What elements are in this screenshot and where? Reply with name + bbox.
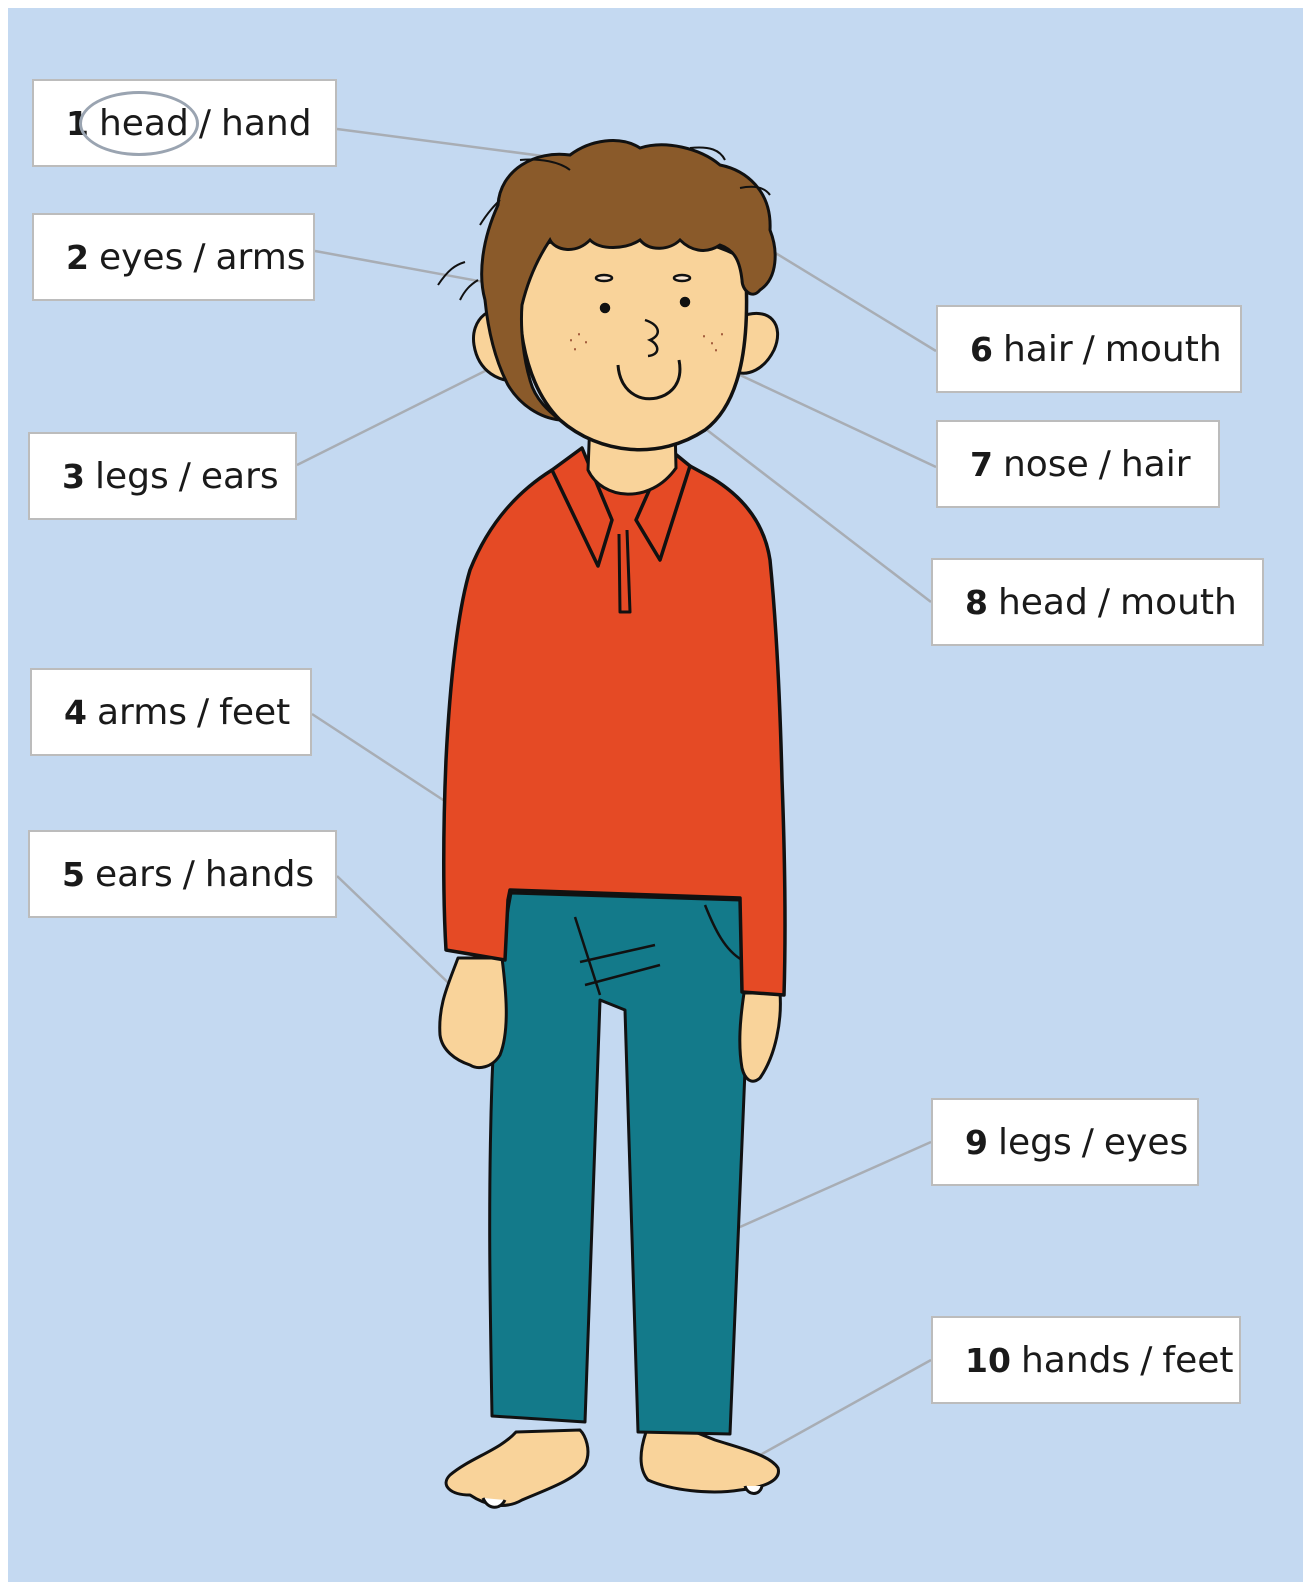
- option[interactable]: hair: [1003, 329, 1073, 370]
- option-circled[interactable]: head: [99, 103, 189, 144]
- option[interactable]: hands: [205, 854, 314, 895]
- trousers: [490, 893, 747, 1434]
- item-number: 10: [965, 1341, 1011, 1380]
- option[interactable]: eyes: [99, 237, 183, 278]
- label-3: 3 legs/ears: [28, 432, 297, 520]
- item-number: 3: [62, 457, 85, 496]
- option[interactable]: hair: [1121, 444, 1191, 485]
- item-number: 2: [66, 238, 89, 277]
- option[interactable]: legs: [998, 1122, 1072, 1163]
- option[interactable]: hands: [1021, 1340, 1130, 1381]
- option[interactable]: arms: [97, 692, 187, 733]
- option[interactable]: ears: [95, 854, 173, 895]
- option[interactable]: mouth: [1105, 329, 1222, 370]
- option[interactable]: feet: [1162, 1340, 1233, 1381]
- option[interactable]: feet: [219, 692, 290, 733]
- option[interactable]: nose: [1003, 444, 1089, 485]
- label-6: 6 hair/mouth: [936, 305, 1242, 393]
- label-9: 9 legs/eyes: [931, 1098, 1199, 1186]
- item-number: 4: [64, 693, 87, 732]
- feet: [446, 1428, 778, 1507]
- option[interactable]: eyes: [1104, 1122, 1188, 1163]
- option[interactable]: ears: [201, 456, 279, 497]
- option[interactable]: mouth: [1120, 582, 1237, 623]
- item-number: 7: [970, 445, 993, 484]
- item-number: 6: [970, 330, 993, 369]
- label-7: 7 nose/hair: [936, 420, 1220, 508]
- item-number: 5: [62, 855, 85, 894]
- label-10: 10 hands/feet: [931, 1316, 1241, 1404]
- label-5: 5 ears/hands: [28, 830, 337, 918]
- option[interactable]: hand: [221, 103, 312, 144]
- label-2: 2 eyes/arms: [32, 213, 315, 301]
- option[interactable]: head: [998, 582, 1088, 623]
- label-1: 1 head/hand: [32, 79, 337, 167]
- option[interactable]: legs: [95, 456, 169, 497]
- label-4: 4 arms/feet: [30, 668, 312, 756]
- item-number: 9: [965, 1123, 988, 1162]
- item-number: 8: [965, 583, 988, 622]
- option[interactable]: arms: [215, 237, 305, 278]
- label-8: 8 head/mouth: [931, 558, 1264, 646]
